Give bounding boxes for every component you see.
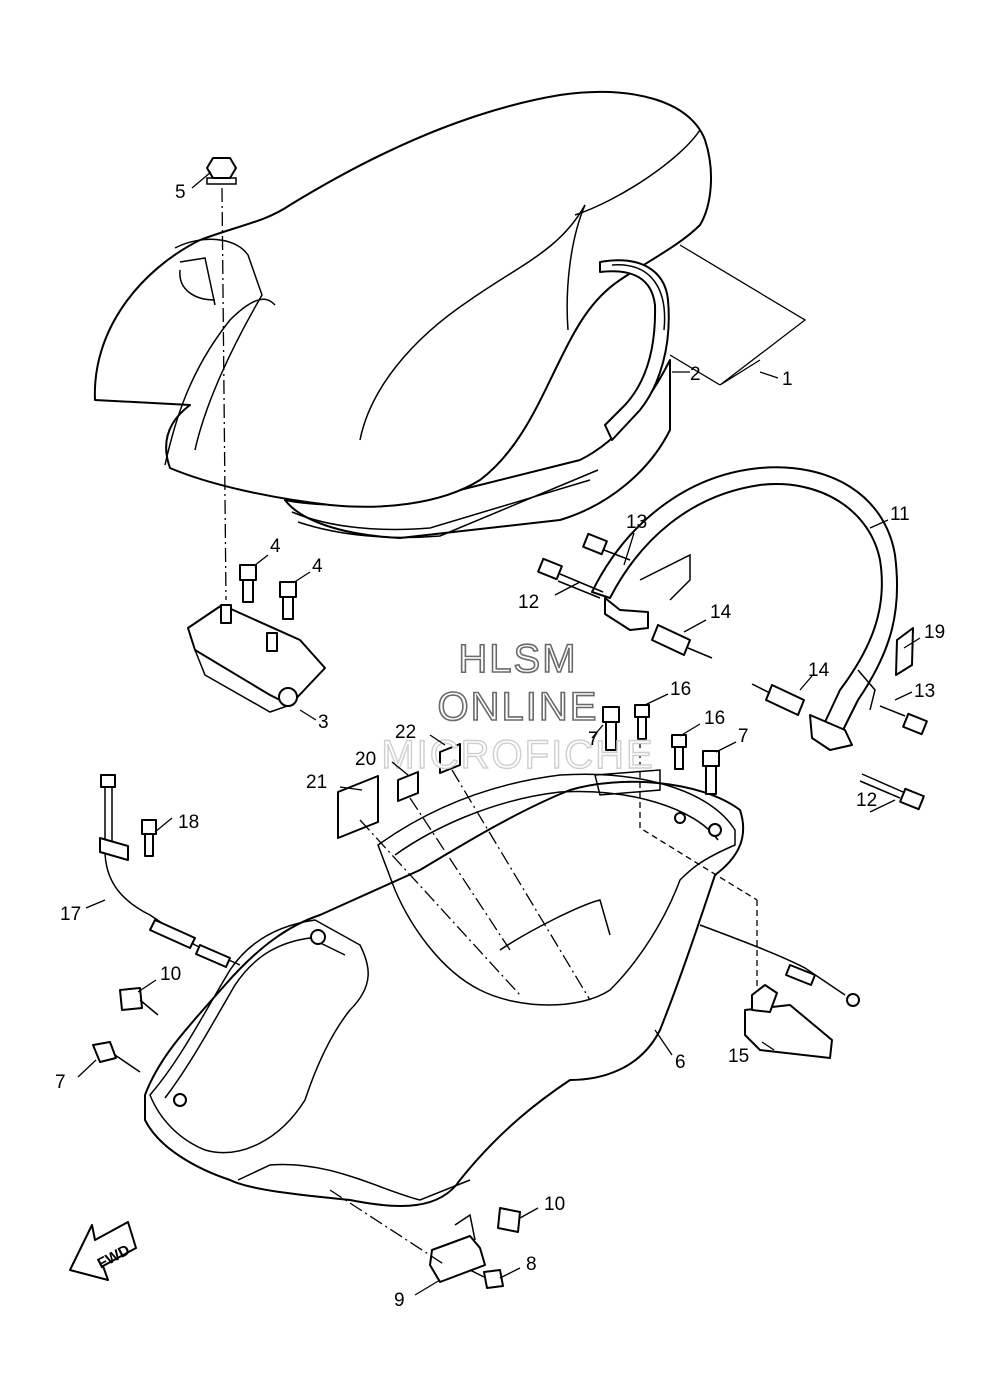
callout-7a: 7 <box>55 1072 66 1093</box>
screw-16a <box>634 704 650 740</box>
label-20 <box>397 771 419 802</box>
clip-10a <box>119 987 159 1016</box>
bolt-7a <box>92 1041 141 1073</box>
screw-18 <box>141 819 157 857</box>
bracket-9 <box>329 1189 486 1283</box>
bolt-4a <box>239 564 257 603</box>
callout-14a: 14 <box>710 602 732 623</box>
callout-1: 1 <box>782 369 793 390</box>
callout-4b: 4 <box>312 556 323 577</box>
callout-2: 2 <box>690 364 701 385</box>
callout-7c: 7 <box>738 726 749 747</box>
bolt-13a <box>582 532 631 561</box>
callout-20: 20 <box>355 749 376 770</box>
spacer-14b <box>751 683 805 716</box>
callout-12b: 12 <box>856 790 877 811</box>
nut-5 <box>206 157 237 601</box>
forward-arrow: FWD <box>69 1221 137 1281</box>
callout-3: 3 <box>318 712 329 733</box>
callout-4a: 4 <box>270 536 281 557</box>
screw-16b <box>671 734 687 770</box>
callout-6: 6 <box>675 1052 686 1073</box>
callout-5: 5 <box>175 182 186 203</box>
callout-8: 8 <box>526 1254 537 1275</box>
callout-13b: 13 <box>914 681 935 702</box>
bolt-8 <box>469 1269 504 1289</box>
bolt-12a <box>537 557 604 599</box>
callout-16a: 16 <box>670 679 691 700</box>
callout-10a: 10 <box>160 964 181 985</box>
watermark-line3: MICROFICHE <box>381 733 654 777</box>
callout-12a: 12 <box>518 592 539 613</box>
bolt-13b <box>879 705 928 736</box>
bolt-7c <box>702 750 720 795</box>
storage-box <box>144 769 745 1207</box>
callout-10b: 10 <box>544 1194 565 1215</box>
bolt-12b <box>859 773 925 811</box>
callout-18: 18 <box>178 812 199 833</box>
bolt-7b <box>602 706 620 751</box>
callout-leaders <box>77 171 921 1296</box>
seat-lock <box>744 900 833 1059</box>
label-19 <box>895 627 914 676</box>
callout-15: 15 <box>728 1046 749 1067</box>
clip-10b <box>497 1207 521 1233</box>
hinge-bracket <box>187 604 326 713</box>
callout-9: 9 <box>394 1290 405 1311</box>
label-21 <box>337 775 379 839</box>
callout-19: 19 <box>924 622 945 643</box>
bolt-4b <box>279 581 297 620</box>
callout-21: 21 <box>306 772 327 793</box>
callout-numbers: 5 2 1 3 4 4 6 13 12 11 14 14 13 12 19 16… <box>55 182 945 1311</box>
seat-lock-cable <box>99 774 860 1007</box>
watermark-line1: HLSM <box>458 637 577 681</box>
callout-14b: 14 <box>808 660 830 681</box>
watermark: HLSM ONLINE MICROFICHE <box>381 636 654 778</box>
grab-bar <box>591 466 899 751</box>
watermark-line2: ONLINE <box>438 685 599 729</box>
callout-11: 11 <box>890 504 910 525</box>
spacer-14a <box>651 624 713 659</box>
callout-22: 22 <box>395 722 416 743</box>
label-22 <box>439 743 461 774</box>
callout-16b: 16 <box>704 708 725 729</box>
callout-7b: 7 <box>588 729 599 750</box>
callout-17: 17 <box>60 904 81 925</box>
callout-13a: 13 <box>626 512 647 533</box>
seat <box>93 91 807 539</box>
